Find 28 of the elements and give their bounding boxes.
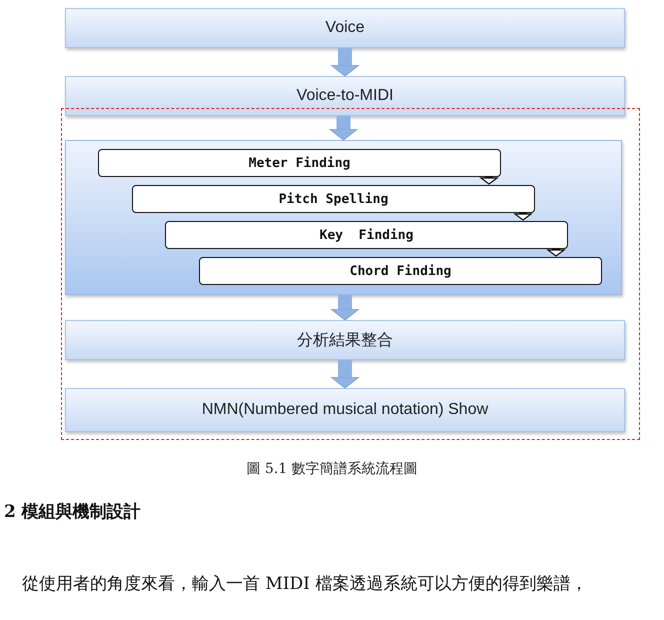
block-arrow — [330, 48, 360, 76]
step-box — [199, 257, 602, 285]
stage-box — [65, 8, 625, 48]
box-label: Key Finding — [320, 228, 414, 242]
step-box — [165, 221, 568, 249]
block-arrow — [329, 116, 358, 140]
step-box — [98, 149, 501, 177]
block-arrow — [330, 360, 360, 388]
box-label: NMN(Numbered musical notation) Show — [202, 401, 488, 419]
stage-box — [65, 320, 625, 360]
box-label: Meter Finding — [248, 156, 350, 170]
box-label: Pitch Spelling — [278, 192, 388, 206]
body-text: 從使用者的角度來看，輸入一首 MIDI 檔案透過系統可以方便的得到樂譜， — [22, 573, 588, 595]
block-arrow — [514, 213, 532, 221]
box-label: Chord Finding — [350, 264, 452, 278]
figure-caption: 圖 5.1 數字簡譜系統流程圖 — [245, 460, 419, 478]
box-label: Voice-to-MIDI — [296, 87, 394, 105]
block-arrow — [480, 177, 498, 185]
stage-box — [65, 388, 625, 432]
block-arrow — [330, 295, 360, 320]
stage-box — [65, 76, 625, 116]
panel — [65, 140, 622, 295]
section-heading: 2 模組與機制設計 — [4, 501, 141, 523]
block-arrow — [547, 249, 565, 257]
box-label: 分析結果整合 — [297, 330, 393, 350]
dashed-frame — [61, 108, 640, 440]
step-box — [132, 185, 535, 213]
box-label: Voice — [325, 19, 365, 37]
